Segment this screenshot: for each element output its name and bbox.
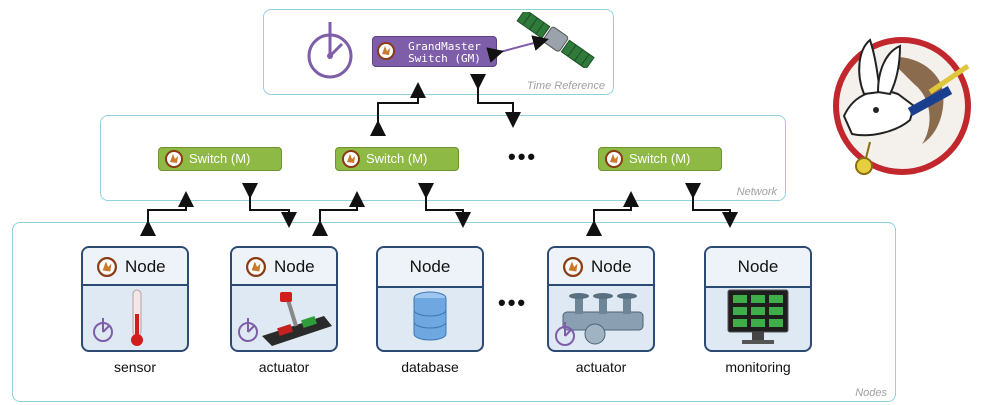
network-switch-3: Switch (M) [598,147,722,171]
lever-icon [238,292,332,346]
network-ellipsis: ••• [508,144,538,169]
node-actuator-2: Node [547,246,655,352]
time-reference-panel: Time Reference [263,9,614,95]
grandmaster-switch: GrandMaster Switch (GM) [372,36,497,67]
node-caption-monitoring: monitoring [725,359,791,375]
nodes-label: Nodes [855,387,887,399]
node-header: Node [232,248,336,286]
white-rabbit-icon [165,150,183,168]
node-sensor: Node [81,246,189,352]
grandmaster-line2: Switch (GM) [408,52,481,65]
white-rabbit-icon [246,257,266,277]
database-icon [413,291,447,341]
node-header: Node [378,248,482,288]
switch-label: Switch (M) [629,151,691,166]
time-reference-label: Time Reference [526,80,605,92]
network-switch-2: Switch (M) [335,147,459,171]
switch-label: Switch (M) [189,151,251,166]
satellite-icon [516,12,595,68]
node-title: Node [125,257,166,276]
valves-icon [555,293,644,346]
node-monitoring: Node [704,246,812,352]
switch-label: Switch (M) [366,151,428,166]
nodes-ellipsis: ••• [498,290,528,315]
thermometer-icon [93,289,143,346]
grandmaster-line1: GrandMaster [408,40,481,53]
white-rabbit-icon [605,150,623,168]
node-header: Node [83,248,187,286]
node-title: Node [591,257,632,276]
network-label: Network [736,186,777,198]
node-actuator-1: Node [230,246,338,352]
white-rabbit-icon [563,257,583,277]
node-header: Node [549,248,653,286]
node-database: Node [376,246,484,352]
node-caption-actuator-1: actuator [258,359,310,375]
white-rabbit-icon [342,150,360,168]
node-caption-sensor: sensor [113,359,157,375]
node-header: Node [706,248,810,288]
clock-icon [307,22,353,79]
white-rabbit-logo [833,37,971,175]
node-caption-database: database [401,359,459,375]
monitor-icon [727,289,789,344]
network-switch-1: Switch (M) [158,147,282,171]
node-caption-actuator-2: actuator [575,359,627,375]
node-title: Node [274,257,315,276]
white-rabbit-icon [377,42,395,60]
node-title: Node [737,257,779,276]
white-rabbit-icon [97,257,117,277]
node-title: Node [409,257,451,276]
